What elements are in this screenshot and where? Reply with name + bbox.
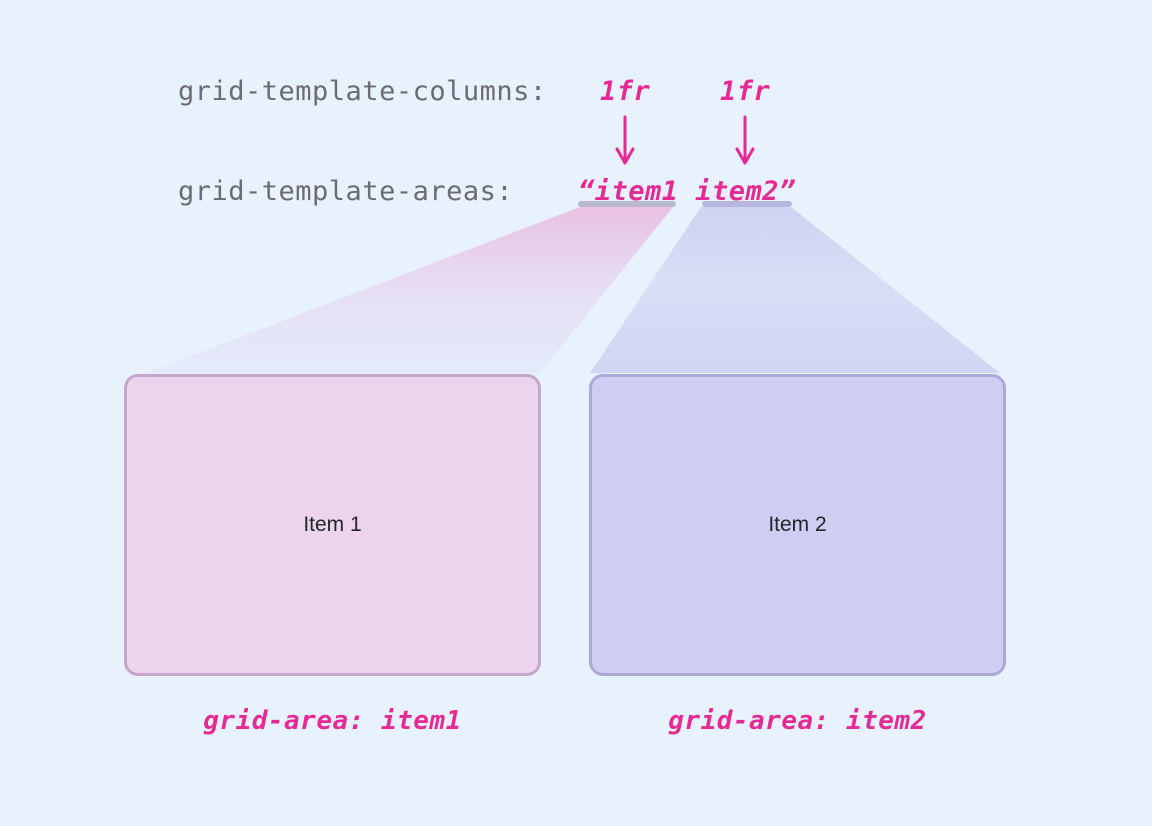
item1-box: Item 1 [124,374,541,676]
item1-beam [146,207,673,373]
down-arrow-icon [735,115,755,165]
item2-box: Item 2 [589,374,1006,676]
item2-beam [590,207,1000,373]
item1-label: Item 1 [303,513,362,536]
item2-caption: grid-area: item2 [668,706,927,736]
code-property-grid-template-areas: grid-template-areas: [178,176,514,207]
item2-label: Item 2 [768,513,827,536]
down-arrow-icon [615,115,635,165]
item1-caption: grid-area: item1 [203,706,462,736]
code-value-1fr-second: 1fr [720,76,771,107]
code-value-area-names: “item1 item2” [578,176,796,207]
code-value-1fr-first: 1fr [600,76,651,107]
code-property-grid-template-columns: grid-template-columns: [178,76,547,107]
